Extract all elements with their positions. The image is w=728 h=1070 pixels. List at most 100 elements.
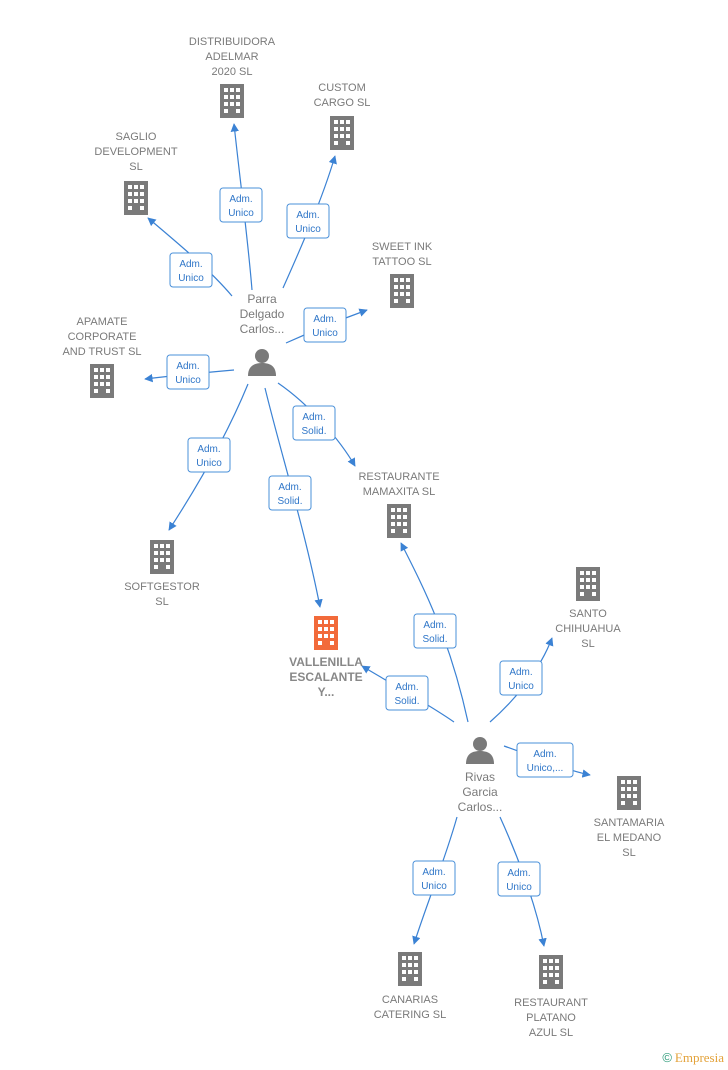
role-box-border [166, 354, 210, 390]
edge-p2-c_mamaxita: Adm.Solid. [400, 542, 469, 723]
role-text: Adm. [423, 620, 446, 631]
role-box-border [303, 307, 347, 343]
role-text: Unico [508, 681, 534, 692]
building-icon [390, 274, 414, 308]
role-label-box[interactable]: Adm.Solid. [385, 675, 429, 711]
role-label-box[interactable]: Adm. Solid. [268, 475, 312, 511]
role-label-box[interactable]: Adm. Unico [286, 203, 330, 239]
copyright-icon: © [662, 1050, 672, 1065]
brand-logo: Empresia [674, 1050, 724, 1065]
edge-p1-c_apamate: Adm. Unico [144, 354, 235, 390]
role-text: Adm. [302, 412, 325, 423]
building-icon [220, 84, 244, 118]
building-icon [330, 116, 354, 150]
role-text: Unico [506, 882, 532, 893]
role-label-box[interactable]: Adm. Unico [169, 252, 213, 288]
edge-p1-c_saglio: Adm. Unico [147, 217, 233, 297]
role-box-border [516, 742, 574, 778]
edge-p1-c_custom: Adm. Unico [282, 155, 337, 289]
role-label-box[interactable]: Adm.Unico [219, 187, 263, 223]
role-label-box[interactable]: Adm. Unico [166, 354, 210, 390]
building-icon [617, 776, 641, 810]
role-text: Adm. [179, 259, 202, 270]
role-box-border [385, 675, 429, 711]
edge-p1-c_vallenilla: Adm. Solid. [264, 387, 323, 608]
role-label-box[interactable]: Adm. Unico [303, 307, 347, 343]
role-box-border [268, 475, 312, 511]
role-text: Adm. [296, 210, 319, 221]
role-text: Adm. [509, 667, 532, 678]
building-icon [150, 540, 174, 574]
role-text: Solid. [301, 426, 326, 437]
role-box-border [412, 860, 456, 896]
role-text: Adm. [229, 194, 252, 205]
edge-p1-c_distrib: Adm.Unico [219, 123, 263, 291]
edge-p2-c_platano: Adm. Unico [497, 816, 547, 947]
role-text: Adm. [176, 361, 199, 372]
role-text: Solid. [277, 496, 302, 507]
edge-p2-c_santamaria: Adm.Unico,... [503, 742, 591, 778]
role-text: Unico [175, 375, 201, 386]
role-text: Adm. [533, 749, 556, 760]
role-box-border [497, 861, 541, 897]
role-label-box[interactable]: Adm. Solid. [292, 405, 336, 441]
role-text: Adm. [422, 867, 445, 878]
role-box-border [187, 437, 231, 473]
edge-p1-c_softgestor: Adm.Unico [168, 383, 249, 531]
role-box-border [219, 187, 263, 223]
role-label-box[interactable]: Adm. Unico [499, 660, 543, 696]
building-icon [539, 955, 563, 989]
role-text: Adm. [278, 482, 301, 493]
role-text: Unico [312, 328, 338, 339]
role-label-box[interactable]: Adm. Unico [412, 860, 456, 896]
building-icon [387, 504, 411, 538]
building-icon [576, 567, 600, 601]
person-icon [248, 349, 276, 376]
edge-p2-c_santo: Adm. Unico [489, 637, 554, 723]
role-box-border [286, 203, 330, 239]
role-box-border [169, 252, 213, 288]
role-text: Unico [196, 458, 222, 469]
building-icon [90, 364, 114, 398]
building-icon [398, 952, 422, 986]
building-icon [124, 181, 148, 215]
role-text: Unico [178, 273, 204, 284]
role-text: Adm. [313, 314, 336, 325]
role-label-box[interactable]: Adm.Unico,... [516, 742, 574, 778]
role-label-box[interactable]: Adm.Unico [187, 437, 231, 473]
role-label-box[interactable]: Adm. Unico [497, 861, 541, 897]
role-text: Unico [295, 224, 321, 235]
role-text: Unico [421, 881, 447, 892]
role-label-box[interactable]: Adm.Solid. [413, 613, 457, 649]
role-box-border [413, 613, 457, 649]
building-icon [314, 616, 338, 650]
role-text: Adm. [507, 868, 530, 879]
